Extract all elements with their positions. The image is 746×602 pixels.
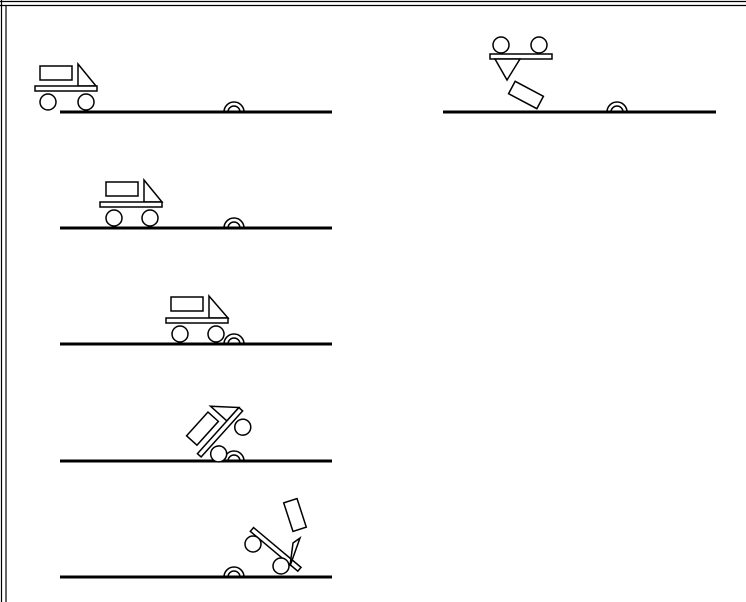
wheel — [172, 326, 188, 342]
truck-cab — [495, 59, 520, 80]
frame-6 — [443, 37, 716, 112]
wheel — [493, 37, 509, 53]
cargo-box — [106, 182, 138, 196]
wheel — [273, 558, 289, 574]
truck — [35, 64, 97, 110]
truck-flipping — [245, 499, 306, 574]
cargo-box — [509, 81, 544, 108]
wheel — [245, 536, 261, 552]
cargo-box — [40, 66, 72, 80]
truck-upside-down — [490, 37, 552, 80]
truck — [100, 180, 162, 226]
wheel — [78, 94, 94, 110]
wheel — [531, 37, 547, 53]
frame-1 — [35, 64, 332, 112]
frame-4 — [60, 393, 332, 470]
frame-2 — [60, 180, 332, 228]
wheel — [208, 326, 224, 342]
truck-cab — [78, 64, 96, 86]
wheel — [40, 94, 56, 110]
cargo-box — [171, 297, 203, 311]
cargo-box — [284, 499, 307, 532]
frame-5 — [60, 499, 332, 577]
truck-cab — [144, 180, 162, 202]
wheel — [142, 210, 158, 226]
truck — [181, 393, 257, 470]
truck-bed — [166, 318, 228, 323]
truck-cab — [209, 296, 228, 318]
truck — [166, 296, 228, 342]
frame-3 — [60, 296, 332, 344]
truck-bed — [35, 86, 97, 91]
wheel — [106, 210, 122, 226]
truck-bed — [100, 202, 162, 207]
